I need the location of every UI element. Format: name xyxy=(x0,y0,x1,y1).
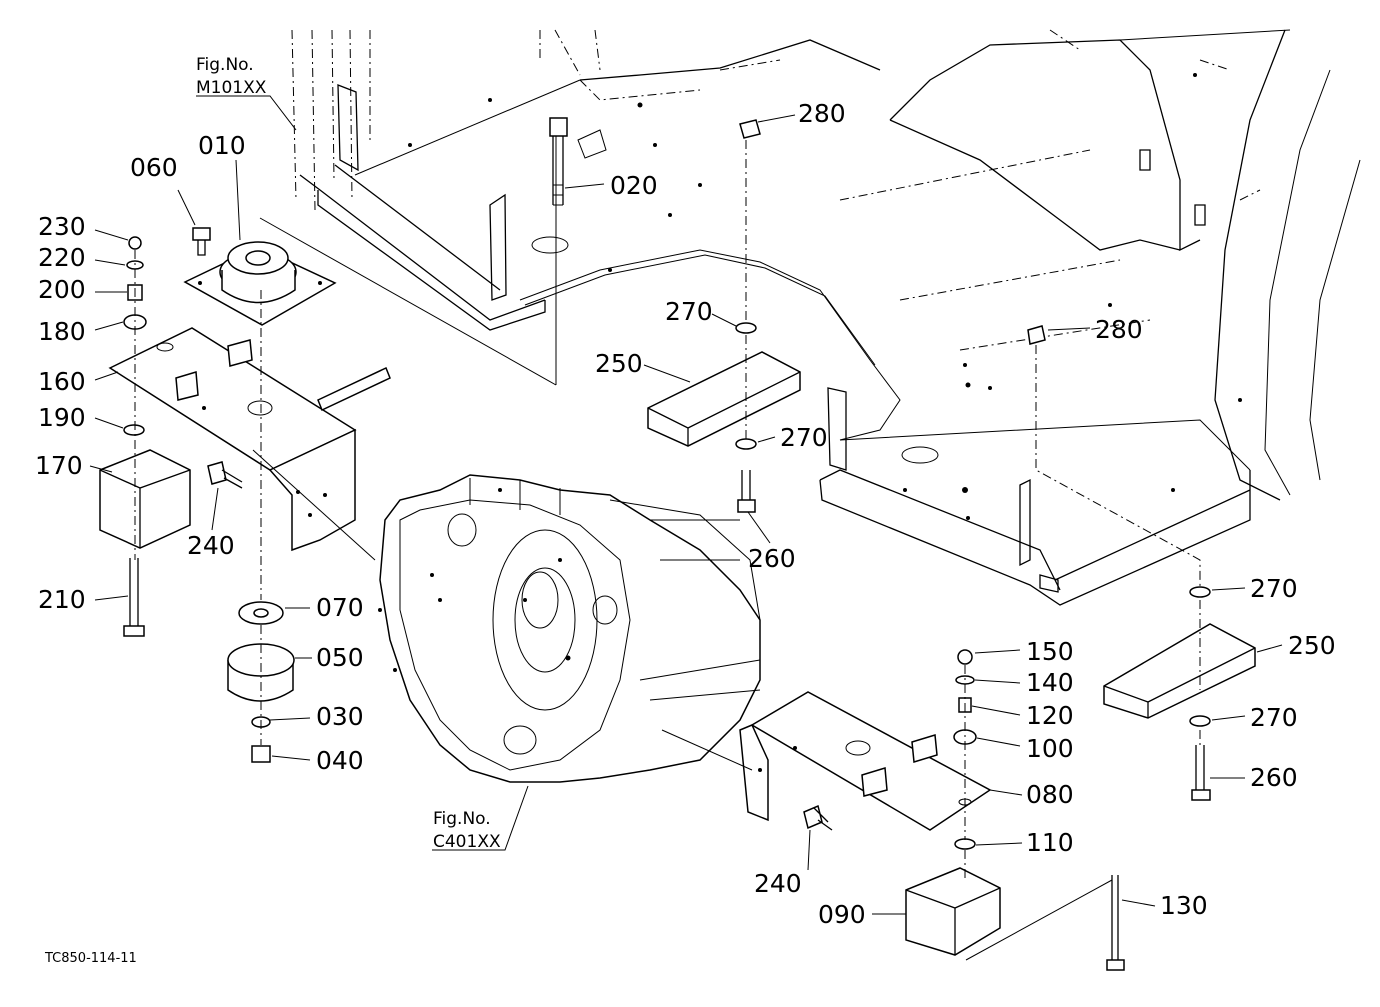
callout-label: 270 xyxy=(780,423,828,452)
callout-label: 020 xyxy=(610,171,658,200)
callout-label: 240 xyxy=(754,869,802,898)
callout-label: 080 xyxy=(1026,780,1074,809)
callout-label: 260 xyxy=(748,544,796,573)
callout-label: 250 xyxy=(595,349,643,378)
callout-label: 270 xyxy=(665,297,713,326)
callout-label: 030 xyxy=(316,702,364,731)
frame-structure xyxy=(291,29,1361,606)
callout-label: 180 xyxy=(38,317,86,346)
callout-label: 130 xyxy=(1160,891,1208,920)
callout-label: 280 xyxy=(1095,315,1143,344)
fig-ref-c401-line2: C401XX xyxy=(433,832,501,852)
callout-label: 110 xyxy=(1026,828,1074,857)
callout-label: 150 xyxy=(1026,637,1074,666)
callout-label: 060 xyxy=(130,153,178,182)
callout-label: 170 xyxy=(35,451,83,480)
left-mount-assembly xyxy=(99,130,557,763)
callout-label: 100 xyxy=(1026,734,1074,763)
callout-label: 280 xyxy=(798,99,846,128)
callout-label: 210 xyxy=(38,585,86,614)
callout-label: 050 xyxy=(316,643,364,672)
callout-label: 240 xyxy=(187,531,235,560)
drawing-code: TC850-114-11 xyxy=(44,951,137,966)
callout-label: 250 xyxy=(1288,631,1336,660)
callout-label: 260 xyxy=(1250,763,1298,792)
bolt-020 xyxy=(549,117,568,206)
callout-label: 270 xyxy=(1250,574,1298,603)
right-mount-assembly xyxy=(661,649,1125,971)
fig-ref-m101-line1: Fig.No. xyxy=(196,55,254,75)
callout-label: 070 xyxy=(316,593,364,622)
callout-label: 230 xyxy=(38,212,86,241)
fig-ref-m101-line2: M101XX xyxy=(196,78,267,98)
callout-label: 270 xyxy=(1250,703,1298,732)
callout-label: 220 xyxy=(38,243,86,272)
callout-label: 040 xyxy=(316,746,364,775)
center-mount-stack xyxy=(647,119,801,513)
right-mount-stack xyxy=(1027,325,1256,801)
callout-label: 010 xyxy=(198,131,246,160)
callout-label: 190 xyxy=(38,403,86,432)
leader-lines xyxy=(89,95,1283,915)
callout-label: 090 xyxy=(818,900,866,929)
transmission-housing xyxy=(378,474,761,783)
figure-references: Fig.No. M101XX Fig.No. C401XX xyxy=(196,55,501,852)
callout-label: 140 xyxy=(1026,668,1074,697)
fig-ref-c401-line1: Fig.No. xyxy=(433,809,491,829)
callout-label: 160 xyxy=(38,367,86,396)
callout-label: 120 xyxy=(1026,701,1074,730)
callout-label: 200 xyxy=(38,275,86,304)
part-callouts: 010 060 230 220 200 180 160 190 170 240 … xyxy=(35,99,1336,929)
